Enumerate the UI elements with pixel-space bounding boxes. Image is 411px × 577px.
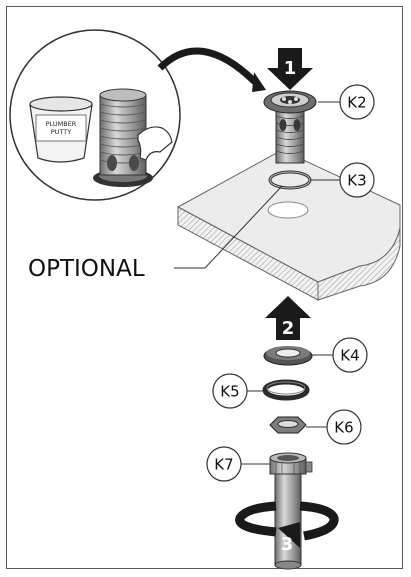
putty-label-line1: PLUMBER <box>46 120 77 128</box>
label-k2: K2 <box>347 94 366 112</box>
hand-icon <box>137 126 173 161</box>
putty-detail-inset: PLUMBER PUTTY <box>9 29 181 201</box>
label-k4: K4 <box>340 347 359 365</box>
drain-flange-k2 <box>263 90 317 164</box>
nut-k6 <box>269 416 307 434</box>
step-3-rotate-arrow-icon: 3 <box>235 501 339 555</box>
curved-arrow-icon <box>157 47 258 85</box>
putty-tub: PLUMBER PUTTY <box>29 96 93 163</box>
ring-k5 <box>262 379 310 401</box>
step-3-number: 3 <box>281 534 294 555</box>
putty-label-line2: PUTTY <box>51 128 72 136</box>
washer-k4 <box>263 346 313 366</box>
callout-k7: K7 <box>206 446 270 482</box>
label-k5: K5 <box>220 383 239 401</box>
drain-hole <box>267 201 309 219</box>
optional-label: OPTIONAL <box>28 256 145 282</box>
label-k6: K6 <box>334 419 353 437</box>
optional-leader-line <box>174 185 283 269</box>
step-2-number: 2 <box>282 318 295 339</box>
label-k3: K3 <box>347 172 366 190</box>
step-1-number: 1 <box>284 58 297 79</box>
step-2-arrow-icon: 2 <box>265 296 311 340</box>
callout-k2: K2 <box>318 84 375 120</box>
inset-drain-body <box>99 88 147 176</box>
callout-k5: K5 <box>212 373 265 409</box>
tailpiece-k7 <box>269 452 313 570</box>
step-1-arrow-icon: 1 <box>267 48 313 90</box>
callout-k3: K3 <box>311 162 375 198</box>
label-k7: K7 <box>214 456 233 474</box>
callout-k6: K6 <box>306 409 362 445</box>
callout-k4: K4 <box>312 337 368 373</box>
